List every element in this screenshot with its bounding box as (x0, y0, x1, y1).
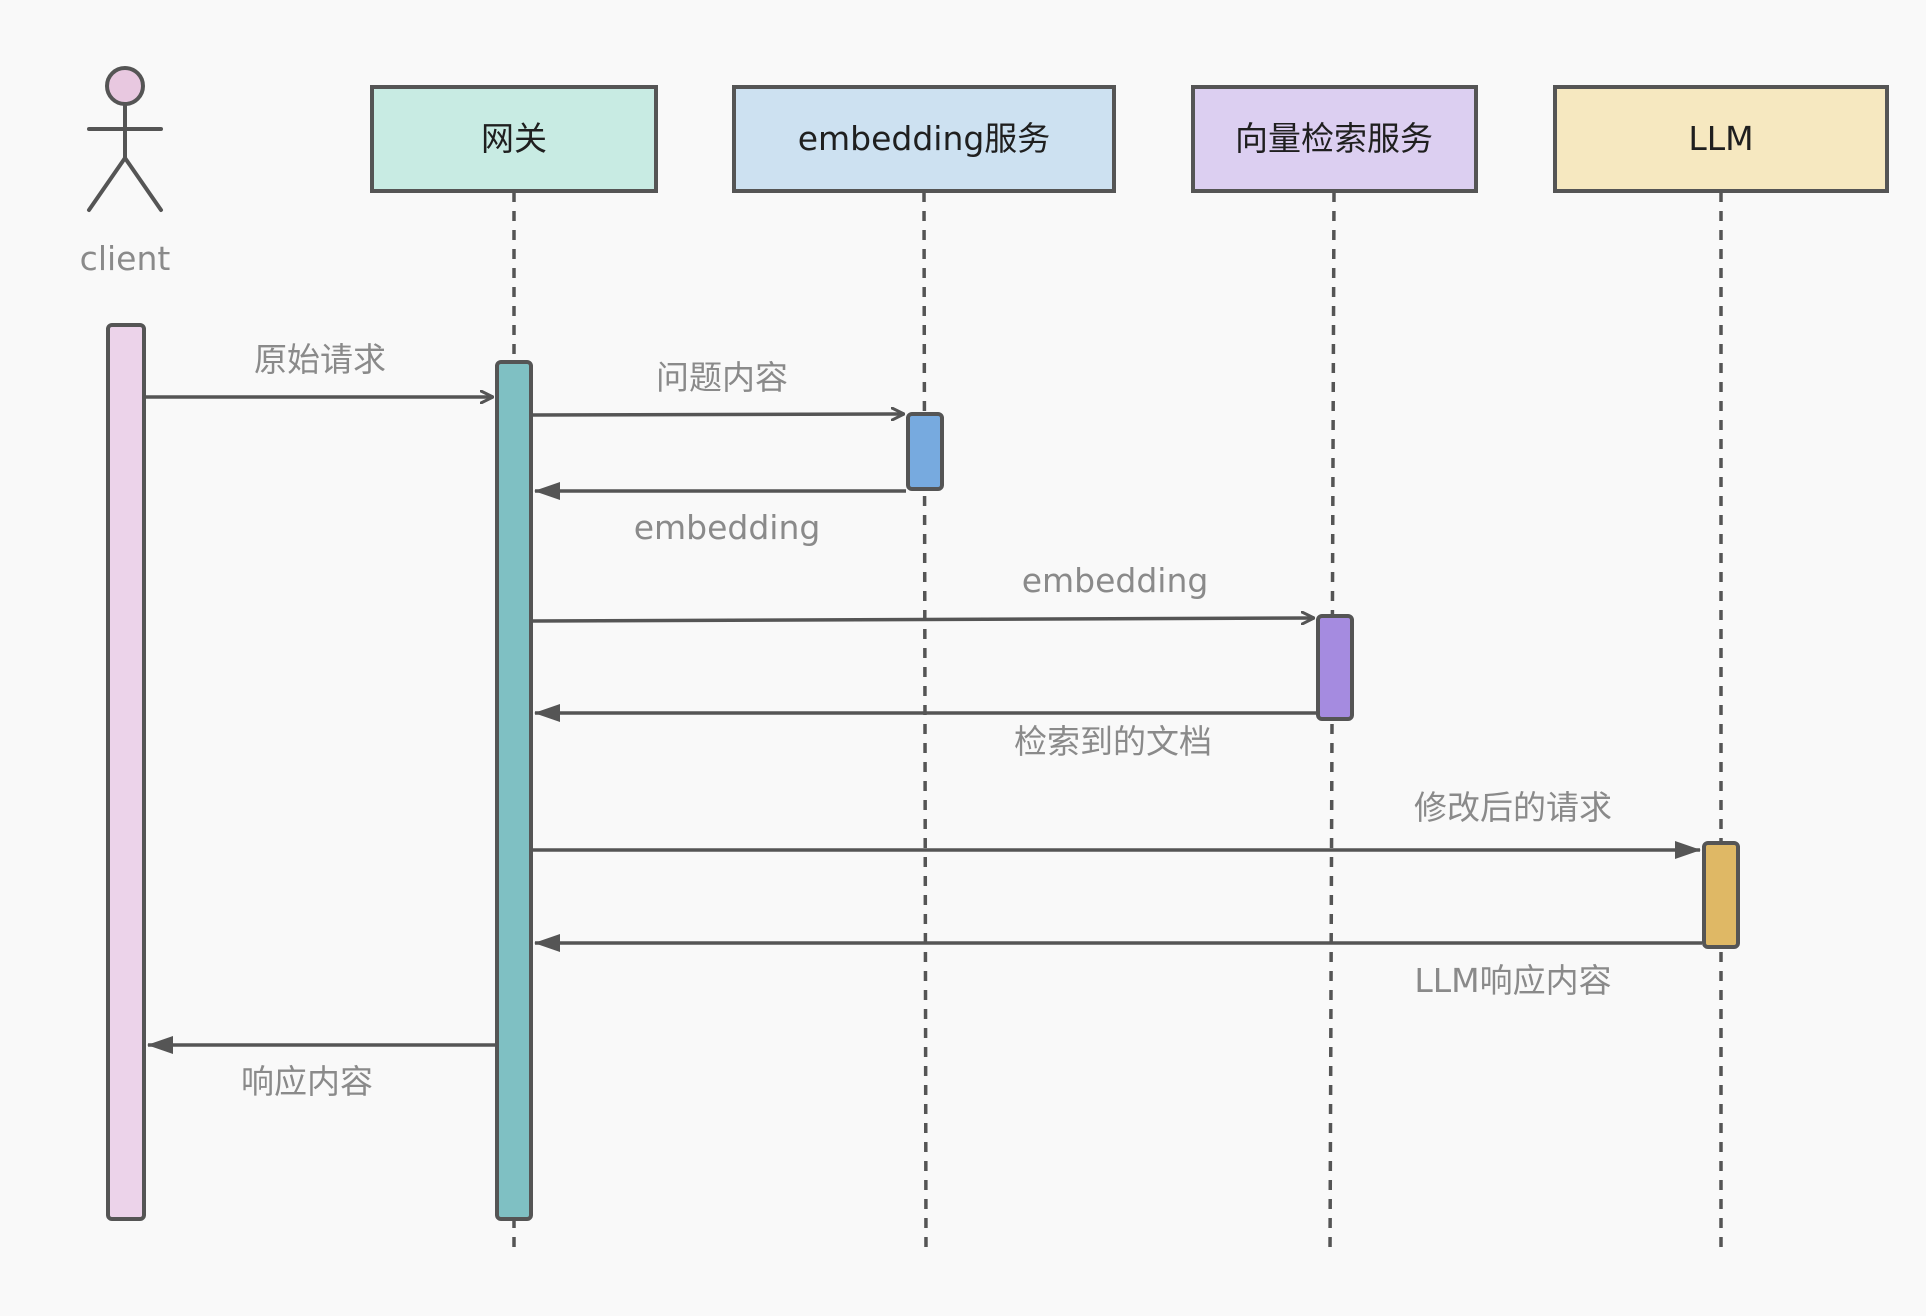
label-llm-response: LLM响应内容 (1414, 961, 1611, 1000)
lifeline-embedding (922, 191, 928, 1257)
client-label: client (80, 239, 171, 278)
activation-vector (1316, 614, 1354, 721)
participant-label-embedding: embedding服务 (798, 119, 1051, 158)
label-question-content: 问题内容 (656, 358, 788, 397)
label-original-request: 原始请求 (254, 340, 386, 379)
message-arrows (144, 397, 1702, 1054)
participant-box-embedding (732, 85, 1116, 193)
activation-gateway (495, 360, 533, 1221)
label-embedding-return: embedding (634, 508, 821, 547)
participant-llm: LLM (1553, 85, 1889, 193)
participant-box-llm (1553, 85, 1889, 193)
participant-box-gateway (370, 85, 658, 193)
participant-box-vector (1191, 85, 1478, 193)
participant-label-llm: LLM (1688, 119, 1753, 158)
client-left-leg (87, 156, 127, 212)
lifeline-vector (1328, 191, 1336, 1257)
label-modified-request: 修改后的请求 (1414, 788, 1612, 827)
activation-embedding (906, 412, 944, 491)
activation-llm (1702, 841, 1740, 949)
arrow-embedding-send (530, 618, 1314, 621)
participant-vector: 向量检索服务 (1191, 85, 1478, 193)
client-head (105, 66, 145, 106)
activation-client (106, 323, 146, 1221)
client-actor (87, 66, 163, 212)
participant-label-vector: 向量检索服务 (1235, 119, 1433, 158)
client-right-leg (123, 156, 163, 212)
arrow-question-content (530, 414, 904, 415)
participant-embedding: embedding服务 (732, 85, 1116, 193)
label-response-content: 响应内容 (241, 1062, 373, 1101)
label-retrieved-docs: 检索到的文档 (1014, 722, 1212, 761)
participant-label-gateway: 网关 (481, 119, 547, 158)
participant-gateway: 网关 (370, 85, 658, 193)
label-embedding-send: embedding (1022, 561, 1209, 600)
